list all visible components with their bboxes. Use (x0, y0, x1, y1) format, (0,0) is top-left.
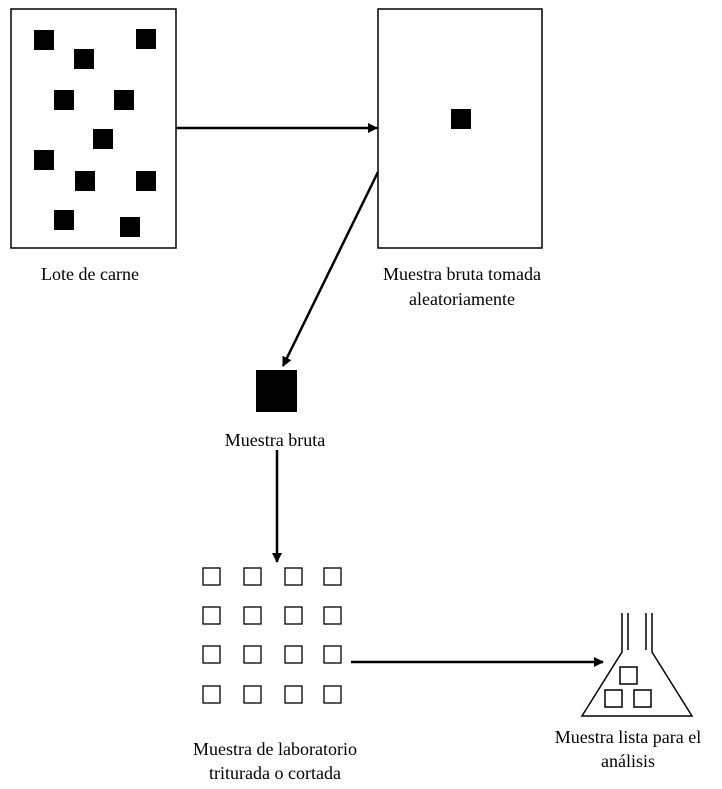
lab-sample-label-line1: Muestra de laboratorio (193, 739, 357, 759)
minced-piece (202, 567, 221, 586)
raw-sample-label: Muestra bruta (225, 430, 325, 450)
meat-piece (75, 171, 95, 191)
minced-piece (323, 645, 342, 664)
meat-piece (136, 29, 156, 49)
minced-piece (323, 567, 342, 586)
meat-piece (34, 150, 54, 170)
minced-piece (284, 645, 303, 664)
selected-piece (451, 109, 471, 129)
ready-sample-label-line2: análisis (601, 751, 655, 771)
meat-piece (74, 49, 94, 69)
lab-sample-grid (202, 567, 342, 704)
flask-piece (619, 666, 638, 685)
minced-piece (323, 685, 342, 704)
minced-piece (243, 645, 262, 664)
flask-outline (580, 613, 694, 717)
random-sample-label-line2: aleatoriamente (409, 289, 515, 309)
minced-piece (284, 685, 303, 704)
minced-piece (243, 567, 262, 586)
meat-piece (136, 171, 156, 191)
meat-piece (54, 90, 74, 110)
meat-piece (120, 217, 140, 237)
arrow-random-to-raw-sample (281, 171, 380, 367)
meat-lot (10, 8, 177, 249)
random-sample-label-line1: Muestra bruta tomada (383, 264, 541, 284)
meat-piece (34, 30, 54, 50)
meat-piece (93, 129, 113, 149)
lot-label: Lote de carne (41, 264, 139, 284)
ready-sample-label-line1: Muestra lista para el (555, 727, 701, 747)
analysis-flask (580, 613, 694, 717)
minced-piece (202, 685, 221, 704)
raw-sample-block (256, 370, 297, 412)
minced-piece (284, 567, 303, 586)
flask-piece (633, 689, 652, 708)
random-sample (377, 8, 543, 249)
minced-piece (202, 645, 221, 664)
minced-piece (284, 606, 303, 625)
minced-piece (243, 606, 262, 625)
meat-piece (54, 210, 74, 230)
minced-piece (243, 685, 262, 704)
minced-piece (323, 606, 342, 625)
minced-piece (202, 606, 221, 625)
lab-sample-label-line2: triturada o cortada (209, 763, 341, 783)
flask-piece (604, 689, 623, 708)
meat-piece (114, 90, 134, 110)
